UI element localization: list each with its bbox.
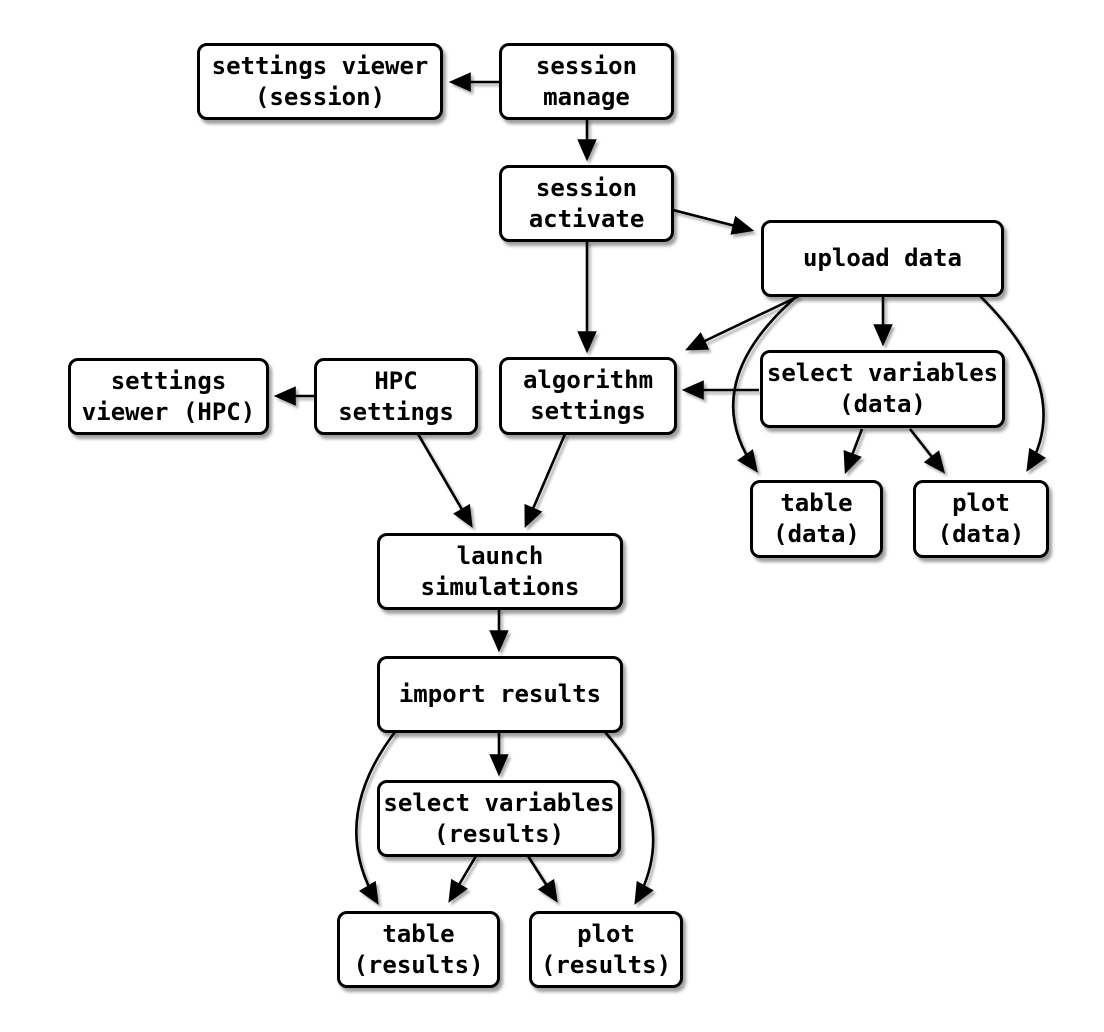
edge-upload-data-to-plot-data xyxy=(979,295,1046,472)
edge-upload-data-to-algorithm-settings xyxy=(685,294,800,351)
node-label: session manage xyxy=(535,51,638,111)
edge-select-variables-results-to-table-results xyxy=(448,855,478,903)
node-settings-viewer-hpc: settings viewer (HPC) xyxy=(68,358,269,435)
edge-session-activate-to-upload-data xyxy=(672,208,755,235)
node-label: table (data) xyxy=(773,489,860,548)
node-label: launch simulations xyxy=(420,541,580,601)
edge-select-variables-data-to-plot-data xyxy=(908,428,946,474)
node-label: session activate xyxy=(528,173,645,233)
node-label: select variables (results) xyxy=(383,788,615,848)
node-hpc-settings: HPC settings xyxy=(314,358,478,435)
node-table-data: table (data) xyxy=(750,480,883,558)
node-label: plot (data) xyxy=(937,489,1025,548)
node-launch-simulations: launch simulations xyxy=(377,533,623,610)
node-label: upload data xyxy=(803,244,962,272)
node-upload-data: upload data xyxy=(761,220,1004,297)
edge-import-results-to-table-results xyxy=(355,731,397,905)
node-table-results: table (results) xyxy=(337,911,500,988)
node-label: select variables (data) xyxy=(766,359,999,418)
node-plot-results: plot (results) xyxy=(529,911,683,988)
edge-algorithm-settings-to-launch-simulations xyxy=(524,433,567,529)
node-settings-viewer-session: settings viewer (session) xyxy=(197,43,443,120)
node-label: settings viewer (HPC) xyxy=(81,366,256,426)
edge-select-variables-data-to-table-data xyxy=(843,428,864,475)
node-select-variables-results: select variables (results) xyxy=(377,780,621,857)
edge-hpc-settings-to-launch-simulations xyxy=(416,433,473,528)
edge-upload-data-to-table-data xyxy=(731,295,798,473)
edge-import-results-to-plot-results xyxy=(604,731,655,905)
node-plot-data: plot (data) xyxy=(913,480,1049,558)
node-select-variables-data: select variables (data) xyxy=(760,350,1005,428)
node-label: HPC settings xyxy=(338,366,454,426)
node-label: import results xyxy=(398,680,602,708)
edge-select-variables-results-to-plot-results xyxy=(526,855,558,903)
node-import-results: import results xyxy=(377,656,623,733)
node-session-activate: session activate xyxy=(499,165,674,242)
node-algorithm-settings: algorithm settings xyxy=(499,357,677,435)
node-label: settings viewer (session) xyxy=(211,51,429,111)
node-session-manage: session manage xyxy=(499,43,674,120)
node-label: plot (results) xyxy=(540,919,672,979)
node-label: table (results) xyxy=(353,919,484,979)
node-label: algorithm settings xyxy=(522,366,654,425)
